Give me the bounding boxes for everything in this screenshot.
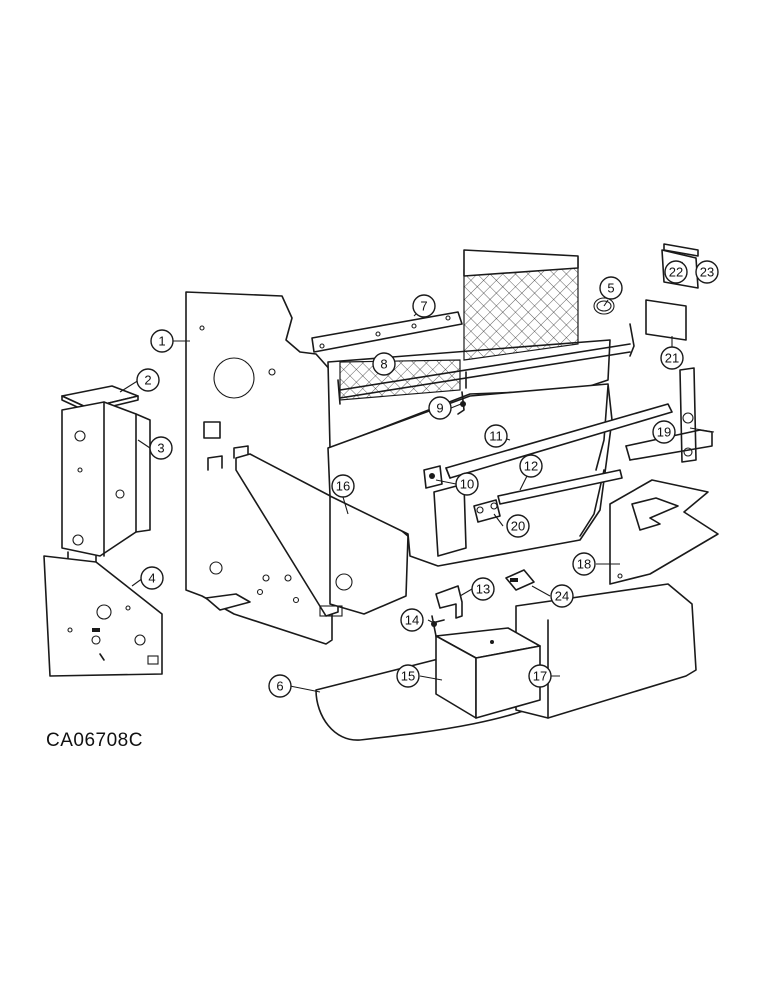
callout-17: 17: [528, 664, 552, 688]
svg-text:12: 12: [524, 459, 538, 474]
callout-4: 4: [140, 566, 164, 590]
svg-text:11: 11: [489, 429, 503, 444]
part-7-retaining-strip: [311, 311, 463, 353]
callout-15: 15: [396, 664, 420, 688]
callout-5: 5: [599, 276, 623, 300]
callout-7: 7: [412, 294, 436, 318]
svg-text:19: 19: [657, 425, 671, 440]
callout-11: 11: [484, 424, 508, 448]
svg-text:10: 10: [460, 477, 474, 492]
svg-text:13: 13: [476, 582, 490, 597]
svg-text:21: 21: [665, 351, 679, 366]
callout-10: 10: [455, 472, 479, 496]
part-18-shield: [609, 479, 719, 585]
svg-text:20: 20: [511, 519, 525, 534]
part-4-side-panel: [43, 555, 163, 677]
callout-8: 8: [372, 352, 396, 376]
callout-16: 16: [331, 474, 355, 498]
svg-text:23: 23: [700, 265, 714, 280]
callout-22: 22: [664, 260, 688, 284]
svg-text:9: 9: [436, 401, 443, 416]
callout-1: 1: [150, 329, 174, 353]
svg-text:8: 8: [380, 357, 387, 372]
svg-text:24: 24: [555, 589, 569, 604]
callout-23: 23: [695, 260, 719, 284]
svg-text:22: 22: [669, 265, 683, 280]
part-19-bracket: [625, 367, 713, 463]
svg-text:15: 15: [401, 669, 415, 684]
callout-21: 21: [660, 346, 684, 370]
callout-13: 13: [471, 577, 495, 601]
part-15-control-box: [435, 627, 541, 719]
svg-text:7: 7: [420, 299, 427, 314]
part-10-clip: [423, 465, 443, 489]
part-5-ring: [593, 297, 615, 315]
svg-text:16: 16: [336, 479, 350, 494]
part-13-bracket: [435, 585, 463, 619]
callout-12: 12: [519, 454, 543, 478]
callout-9: 9: [428, 396, 452, 420]
svg-text:18: 18: [577, 557, 591, 572]
svg-text:5: 5: [607, 281, 614, 296]
part-17-cover: [515, 583, 697, 719]
drawing-code: CA06708C: [46, 730, 143, 751]
part-11-tube: [445, 403, 673, 479]
part-12-tube: [497, 469, 623, 505]
callouts: 1 2 3 4 5 6 7 8 9 10 11 12 13 14 15 16 1…: [136, 260, 719, 698]
callout-18: 18: [572, 552, 596, 576]
callout-19: 19: [652, 420, 676, 444]
part-3-box-housing: [61, 401, 151, 563]
callout-2: 2: [136, 368, 160, 392]
callout-14: 14: [400, 608, 424, 632]
callout-24: 24: [550, 584, 574, 608]
svg-text:1: 1: [158, 334, 165, 349]
part-24-switch-block: [505, 569, 535, 591]
callout-6: 6: [268, 674, 292, 698]
svg-text:14: 14: [405, 613, 419, 628]
part-20-clamp: [473, 499, 501, 523]
svg-text:4: 4: [148, 571, 155, 586]
svg-text:17: 17: [533, 669, 547, 684]
callout-20: 20: [506, 514, 530, 538]
part-21-plate: [645, 299, 687, 341]
part-14-clip: [431, 615, 445, 637]
callout-3: 3: [149, 436, 173, 460]
svg-text:3: 3: [157, 441, 164, 456]
svg-text:6: 6: [276, 679, 283, 694]
svg-text:2: 2: [144, 373, 151, 388]
part-9-fitting: [457, 391, 466, 415]
